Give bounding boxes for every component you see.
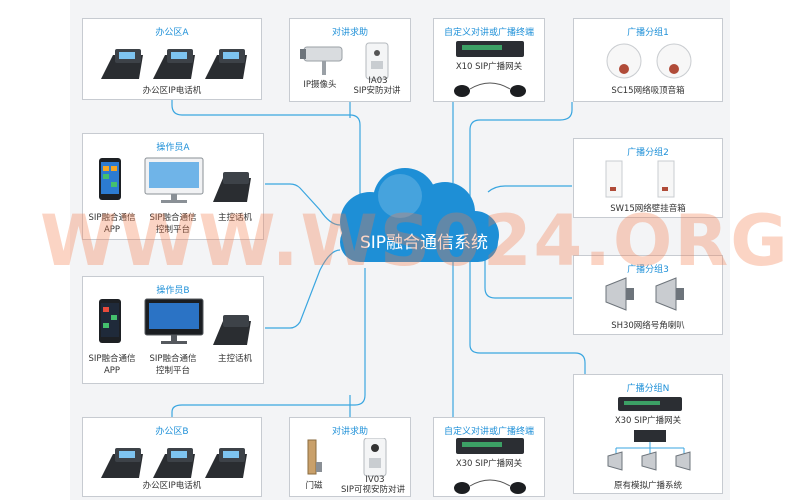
groupN-title: 广播分组N: [626, 384, 670, 394]
operator-b-devices: [99, 298, 251, 345]
operator-b-app-line1: SIP融合通信: [88, 354, 136, 364]
groupN-panel: 广播分组N X30 SIP广播网关 原有模拟广播系统: [573, 374, 723, 494]
group3-caption: SH30网络号角喇叭: [611, 321, 685, 331]
group2-caption: SW15网络壁挂音箱: [610, 204, 686, 214]
operator-b-panel: 操作员B SIP融合通信 APP SIP融合通信 控制平台 主控话机: [82, 276, 264, 384]
operator-b-title: 操作员B: [156, 286, 190, 296]
operator-a-devices: [99, 157, 251, 203]
intercom-bottom-title: 对讲求助: [331, 427, 368, 437]
operator-a-panel: 操作员A SIP融合通信 APP SIP融合通信 控制平台 主控话机: [82, 133, 264, 240]
door-sensor-caption: 门磁: [305, 481, 323, 491]
cloud-shape: [340, 168, 499, 262]
group1-caption: SC15网络吸顶音箱: [611, 86, 685, 96]
office-a-title: 办公区A: [155, 28, 189, 38]
operator-a-phone: 主控话机: [217, 213, 252, 223]
operator-b-platform-line2: 控制平台: [155, 366, 190, 376]
terminal-bottom-panel: 自定义对讲或广播终端 X30 SIP广播网关: [433, 417, 545, 497]
groupN-caption: 原有模拟广播系统: [613, 481, 682, 491]
office-a-caption: 办公区IP电话机: [142, 86, 202, 96]
operator-a-title: 操作员A: [156, 143, 190, 153]
groupN-gateway-icon: [618, 397, 682, 411]
wall-speaker-icon: [605, 160, 675, 198]
group1-panel: 广播分组1 SC15网络吸顶音箱: [573, 18, 723, 102]
ceiling-speaker-icon: [606, 43, 692, 79]
ip-phone-b-icon: [101, 448, 247, 478]
group3-panel: 广播分组3 SH30网络号角喇叭: [573, 255, 723, 335]
ia03-desc: SIP安防对讲: [353, 86, 401, 96]
terminal-top-gateway: X10 SIP广播网关: [455, 62, 523, 72]
gateway-icon: [454, 41, 526, 97]
group2-panel: 广播分组2 SW15网络壁挂音箱: [573, 138, 723, 218]
terminal-bottom-gateway: X30 SIP广播网关: [455, 459, 523, 469]
iv03-desc: SIP可视安防对讲: [340, 485, 406, 495]
intercom-bottom-panel: 对讲求助 门磁 IV03 SIP可视安防对讲: [289, 417, 411, 497]
door-sensor-icon: [307, 438, 387, 477]
ip-phone-icon: [101, 49, 247, 79]
cloud-label: SIP融合通信系统: [359, 233, 489, 253]
operator-a-app-line2: APP: [103, 225, 121, 235]
operator-b-platform-line1: SIP融合通信: [149, 354, 197, 364]
office-a-panel: 办公区A 办公区IP电话机: [82, 18, 262, 100]
operator-a-app-line1: SIP融合通信: [88, 213, 136, 223]
operator-b-phone: 主控话机: [217, 354, 252, 364]
terminal-bottom-title: 自定义对讲或广播终端: [443, 427, 534, 437]
terminal-top-title: 自定义对讲或广播终端: [443, 28, 534, 38]
operator-b-app-line2: APP: [103, 366, 121, 376]
office-b-caption: 办公区IP电话机: [142, 481, 202, 491]
group3-title: 广播分组3: [627, 265, 669, 275]
office-b-panel: 办公区B 办公区IP电话机: [82, 417, 262, 497]
operator-a-platform-line2: 控制平台: [155, 225, 190, 235]
terminal-top-panel: 自定义对讲或广播终端 X10 SIP广播网关: [433, 18, 545, 102]
group1-title: 广播分组1: [627, 28, 669, 38]
iv03-model: IV03: [365, 475, 385, 485]
office-b-title: 办公区B: [155, 427, 189, 437]
operator-a-platform-line1: SIP融合通信: [149, 213, 197, 223]
ia03-model: IA03: [368, 76, 388, 86]
intercom-top-title: 对讲求助: [331, 28, 368, 38]
intercom-top-panel: 对讲求助 IP摄像头 IA03 SIP安防对讲: [289, 18, 411, 102]
terminal-bottom-gateway-icon: [454, 438, 526, 494]
group2-title: 广播分组2: [627, 148, 669, 158]
groupN-gateway: X30 SIP广播网关: [614, 416, 682, 426]
ip-camera-caption: IP摄像头: [303, 80, 337, 90]
horn-speaker-icon: [605, 277, 684, 311]
ip-camera-icon: [300, 42, 389, 80]
analog-speaker-icon: [607, 430, 691, 471]
